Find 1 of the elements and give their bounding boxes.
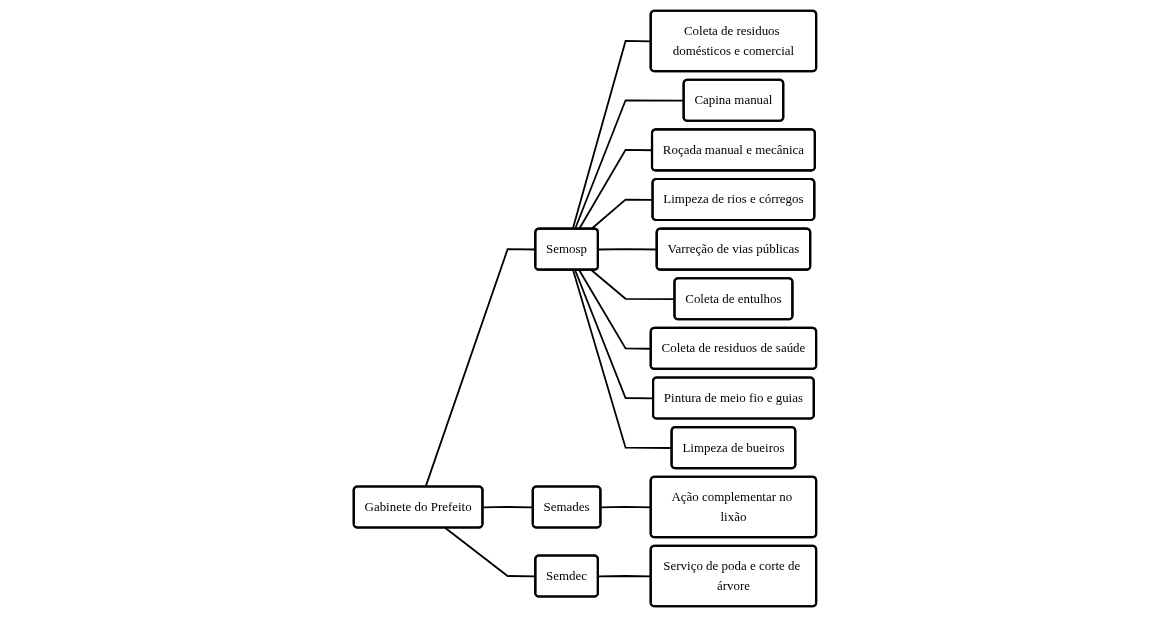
- connector: [571, 40, 653, 230]
